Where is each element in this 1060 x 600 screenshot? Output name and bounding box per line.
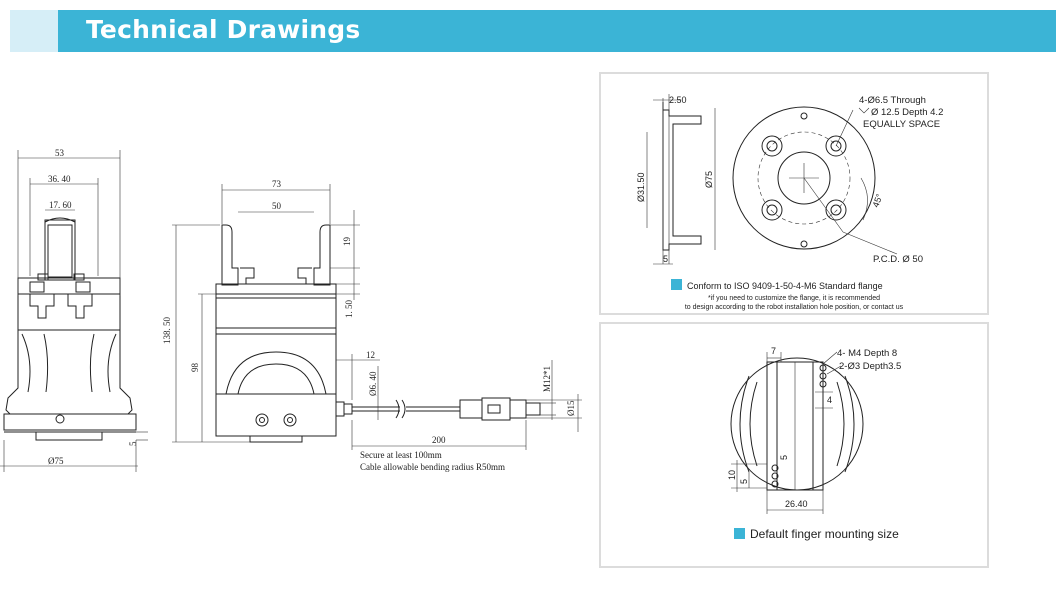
finger-caption: Default finger mounting size [734, 527, 899, 541]
flange-hole-spec-2: Ø 12.5 Depth 4.2 [871, 107, 943, 118]
dim-73: 73 [272, 179, 282, 189]
flange-pcd: P.C.D. Ø 50 [873, 254, 923, 265]
main-drawings: 53 36. 40 17. 60 Ø75 5 [0, 148, 582, 472]
dim-1-50: 1. 50 [344, 300, 354, 319]
cable-note-1: Secure at least 100mm [360, 450, 442, 460]
flange-caption: Conform to ISO 9409-1-50-4-M6 Standard f… [671, 279, 883, 291]
dim-front-5: 5 [128, 441, 138, 446]
finger-spec-2: 2-Ø3 Depth3.5 [839, 361, 901, 372]
finger-panel: 7 4- M4 Depth 8 2-Ø3 Depth3.5 4 5 10 5 2… [599, 322, 989, 568]
finger-spec-1: 4- M4 Depth 8 [837, 348, 897, 359]
dim-98: 98 [190, 363, 200, 373]
header-accent-block [10, 10, 58, 52]
flange-drawing: 2.50 Ø31.50 Ø75 5 45° 4-Ø6.5 Through Ø 1… [636, 94, 943, 265]
flange-bolt-holes [761, 135, 847, 221]
cable-note-2: Cable allowable bending radius R50mm [360, 462, 505, 472]
flange-dim-75: Ø75 [704, 171, 714, 188]
finger-dim-5b: 5 [739, 479, 749, 484]
dim-6-40: Ø6. 40 [368, 371, 378, 396]
front-view: 53 36. 40 17. 60 Ø75 5 [0, 148, 148, 472]
finger-drawing: 7 4- M4 Depth 8 2-Ø3 Depth3.5 4 5 10 5 2… [727, 346, 901, 514]
flange-hole-spec-1: 4-Ø6.5 Through [859, 95, 926, 106]
caption-marker-icon [671, 279, 682, 290]
dim-m12: M12*1 [542, 366, 552, 392]
flange-dim-2-50: 2.50 [669, 95, 687, 105]
dim-15: Ø15 [566, 400, 576, 416]
header-banner: Technical Drawings [10, 10, 1056, 52]
flange-angle: 45° [870, 192, 884, 209]
flange-footnote-1: *if you need to customize the flange, it… [708, 295, 880, 302]
dim-138-50: 138. 50 [162, 317, 172, 345]
flange-dim-5: 5 [663, 254, 668, 264]
dim-53: 53 [55, 148, 65, 158]
dim-200: 200 [432, 435, 446, 445]
dim-50: 50 [272, 201, 282, 211]
finger-dim-26-40: 26.40 [785, 499, 808, 509]
dim-17-60: 17. 60 [49, 200, 72, 210]
finger-dim-4: 4 [827, 395, 832, 405]
finger-dim-10: 10 [727, 470, 737, 480]
side-view: 73 50 19 1. 50 138. 50 98 12 Ø6. 40 M12*… [162, 179, 582, 472]
dim-front-75: Ø75 [48, 456, 64, 466]
dim-12: 12 [366, 350, 375, 360]
finger-dim-7: 7 [771, 346, 776, 356]
finger-dim-5a: 5 [779, 455, 789, 460]
flange-dim-31-50: Ø31.50 [636, 172, 646, 202]
dim-19: 19 [342, 237, 352, 247]
page-title: Technical Drawings [86, 15, 361, 44]
flange-panel: 2.50 Ø31.50 Ø75 5 45° 4-Ø6.5 Through Ø 1… [599, 72, 989, 315]
flange-footnote-2: to design according to the robot install… [684, 304, 904, 311]
caption-marker-icon [734, 528, 745, 539]
finger-holes [771, 364, 827, 488]
dim-36-40: 36. 40 [48, 174, 71, 184]
flange-hole-spec-3: EQUALLY SPACE [863, 119, 940, 130]
